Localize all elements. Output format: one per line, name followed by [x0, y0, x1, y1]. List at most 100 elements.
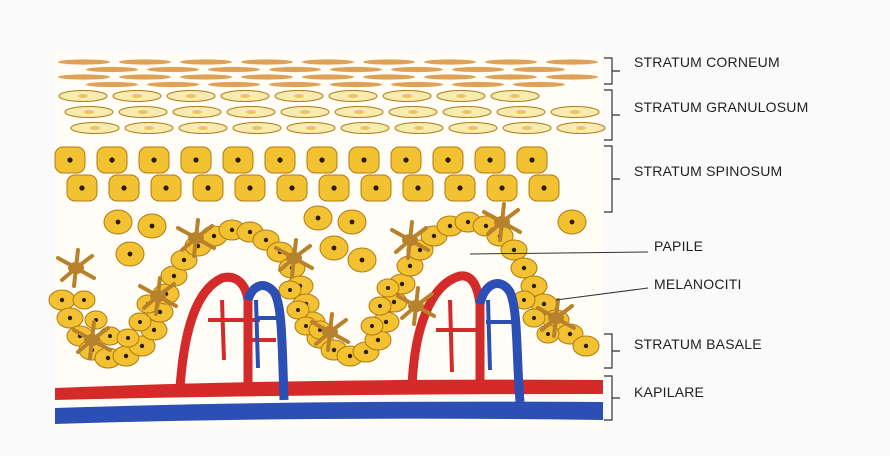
granular-nucleus — [354, 110, 364, 114]
corneum-scale — [391, 82, 443, 87]
cell-nucleus — [230, 228, 234, 232]
granular-nucleus — [198, 126, 208, 130]
granular-nucleus — [192, 110, 202, 114]
corneum-scale — [485, 59, 537, 64]
corneum-scale — [119, 59, 171, 64]
cell-nucleus — [384, 320, 388, 324]
granular-nucleus — [570, 110, 580, 114]
cell-nucleus — [205, 185, 210, 190]
cell-nucleus — [445, 157, 450, 162]
granular-nucleus — [306, 126, 316, 130]
cell-nucleus — [108, 334, 112, 338]
granular-nucleus — [576, 126, 586, 130]
cell-nucleus — [522, 266, 526, 270]
melanocyte-body — [548, 312, 564, 324]
cell-nucleus — [152, 328, 156, 332]
cell-nucleus — [373, 185, 378, 190]
cell-nucleus — [248, 230, 252, 234]
corneum-scale — [513, 82, 565, 87]
cell-nucleus — [457, 185, 462, 190]
granular-nucleus — [78, 94, 88, 98]
cell-nucleus — [116, 220, 121, 225]
melanocyte-body — [408, 300, 424, 312]
cell-nucleus — [546, 332, 550, 336]
corneum-scale — [363, 59, 415, 64]
cell-nucleus — [532, 316, 536, 320]
cell-nucleus — [584, 344, 588, 348]
corneum-scale — [546, 74, 598, 79]
corneum-scale — [86, 82, 138, 87]
cell-nucleus — [106, 356, 110, 360]
cell-nucleus — [289, 185, 294, 190]
granular-nucleus — [300, 110, 310, 114]
cell-nucleus — [332, 348, 336, 352]
cell-nucleus — [532, 284, 536, 288]
granular-nucleus — [468, 126, 478, 130]
cell-nucleus — [529, 157, 534, 162]
melanocyte-body — [68, 262, 84, 274]
cell-nucleus — [499, 185, 504, 190]
corneum-scale — [330, 82, 382, 87]
granular-nucleus — [510, 94, 520, 98]
cell-nucleus — [542, 302, 546, 306]
cell-nucleus — [386, 286, 390, 290]
corneum-scale — [424, 74, 476, 79]
granular-nucleus — [90, 126, 100, 130]
cell-nucleus — [350, 220, 355, 225]
label-stratum-spinosum: STRATUM SPINOSUM — [634, 163, 782, 179]
granular-nucleus — [414, 126, 424, 130]
cell-nucleus — [60, 298, 64, 302]
granular-nucleus — [348, 94, 358, 98]
corneum-scale — [208, 82, 260, 87]
label-stratum-corneum: STRATUM CORNEUM — [634, 54, 780, 70]
corneum-scale — [58, 59, 110, 64]
melanocyte-body — [494, 216, 510, 228]
melanocyte-body — [84, 334, 100, 346]
cell-nucleus — [235, 157, 240, 162]
cell-nucleus — [68, 316, 72, 320]
melanocyte-body — [286, 252, 302, 264]
corneum-scale — [485, 74, 537, 79]
granular-nucleus — [186, 94, 196, 98]
cell-nucleus — [82, 298, 86, 302]
cell-nucleus — [522, 298, 526, 302]
granular-nucleus — [138, 110, 148, 114]
cell-nucleus — [466, 220, 470, 224]
cell-nucleus — [138, 320, 142, 324]
granular-nucleus — [144, 126, 154, 130]
granular-nucleus — [246, 110, 256, 114]
corneum-scale — [119, 74, 171, 79]
cell-nucleus — [126, 336, 130, 340]
corneum-scale — [269, 82, 321, 87]
cell-nucleus — [360, 258, 365, 263]
cell-nucleus — [541, 185, 546, 190]
cell-nucleus — [400, 282, 404, 286]
cell-nucleus — [193, 157, 198, 162]
cell-nucleus — [264, 238, 268, 242]
cell-nucleus — [128, 252, 133, 257]
corneum-scale — [391, 67, 443, 72]
cell-nucleus — [151, 157, 156, 162]
label-melanociti: MELANOCITI — [654, 276, 742, 292]
corneum-scale — [180, 59, 232, 64]
layer-bracket — [604, 90, 620, 140]
melanocyte-body — [150, 290, 166, 302]
label-stratum-basale: STRATUM BASALE — [634, 336, 762, 352]
granular-nucleus — [456, 94, 466, 98]
cell-nucleus — [247, 185, 252, 190]
corneum-scale — [330, 67, 382, 72]
melanocyte-body — [402, 234, 418, 246]
cell-nucleus — [182, 258, 186, 262]
cell-nucleus — [432, 234, 436, 238]
cell-nucleus — [512, 248, 516, 252]
corneum-scale — [302, 59, 354, 64]
corneum-scale — [302, 74, 354, 79]
layer-bracket — [604, 334, 620, 368]
cell-nucleus — [288, 288, 292, 292]
cell-nucleus — [316, 216, 321, 221]
cell-nucleus — [568, 332, 572, 336]
cell-nucleus — [403, 157, 408, 162]
corneum-scale — [363, 74, 415, 79]
corneum-scale — [513, 67, 565, 72]
